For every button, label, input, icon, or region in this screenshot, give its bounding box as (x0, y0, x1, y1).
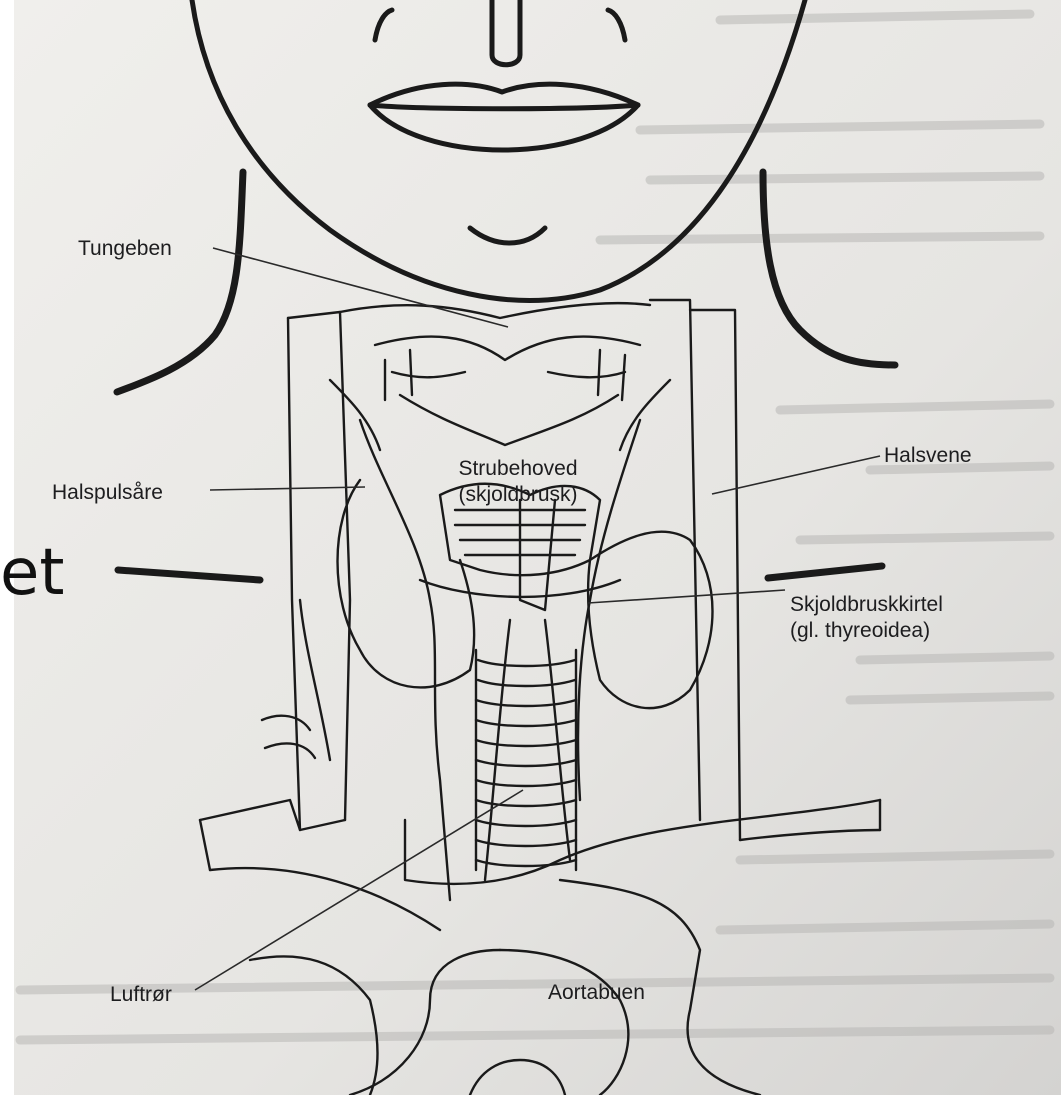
label-halspulsare: Halspulsåre (52, 480, 163, 506)
label-tungeben: Tungeben (78, 236, 172, 262)
label-strubehoved-line2: (skjoldbrusk) (418, 482, 618, 508)
label-aortabuen: Aortabuen (548, 980, 645, 1006)
label-luftror: Luftrør (110, 982, 172, 1008)
label-skjold-line1: Skjoldbruskkirtel (790, 592, 943, 618)
label-strubehoved-line1: Strubehoved (418, 456, 618, 482)
label-skjoldbruskkirtel: Skjoldbruskkirtel (gl. thyreoidea) (790, 592, 943, 644)
label-halsvene: Halsvene (884, 443, 972, 469)
label-strubehoved: Strubehoved (skjoldbrusk) (418, 456, 618, 508)
edge-text-fragment: et (0, 538, 64, 608)
label-skjold-line2: (gl. thyreoidea) (790, 618, 943, 644)
